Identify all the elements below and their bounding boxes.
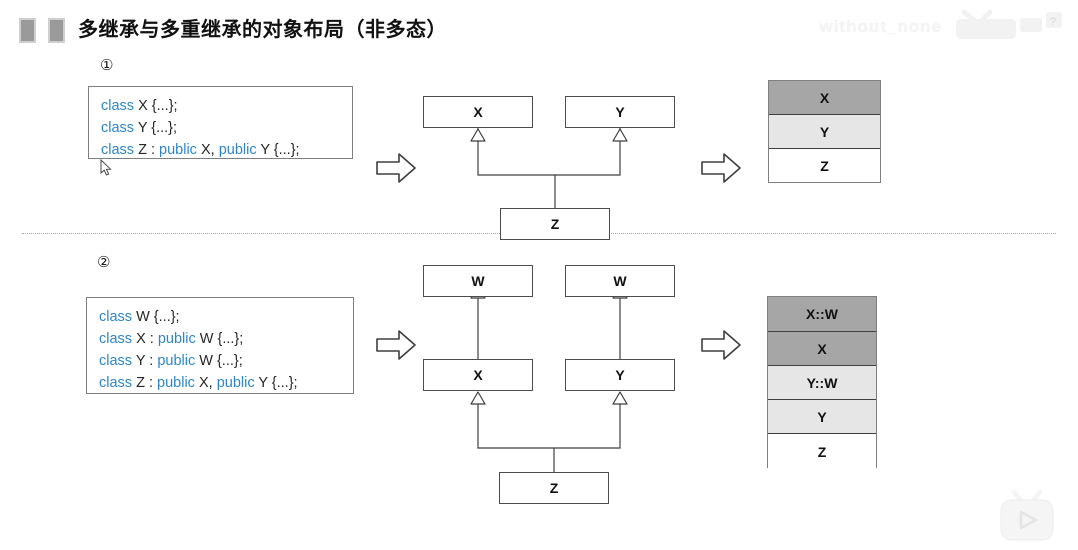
memory-row[interactable]: Y — [769, 115, 880, 149]
bilibili-logo-icon: ? — [956, 9, 1062, 39]
memory-row[interactable]: Y::W — [768, 366, 876, 400]
arrow-uml-to-memory-2 — [701, 330, 741, 360]
memory-row[interactable]: Z — [768, 434, 876, 469]
bilibili-play-icon — [1000, 489, 1054, 541]
code-line: class X {...}; — [101, 98, 178, 114]
uml-class-box-y[interactable]: Y — [565, 359, 675, 391]
page-title: 多继承与多重继承的对象布局（非多态） — [78, 19, 447, 41]
code-line: class Z : public X, public Y {...}; — [99, 375, 298, 391]
code-block-1[interactable]: class X {...}; class Y {...}; class Z : … — [88, 86, 353, 159]
section-2-marker: ② — [97, 254, 111, 271]
memory-row[interactable]: X::W — [768, 297, 876, 332]
section-1-marker: ① — [100, 57, 114, 74]
memory-row[interactable]: Y — [768, 400, 876, 434]
svg-text:?: ? — [1050, 16, 1056, 28]
memory-layout-2: X::W X Y::W Y Z — [767, 296, 877, 469]
arrow-code-to-uml-1 — [376, 153, 416, 183]
header-bar: 多继承与多重继承的对象布局（非多态） without_none ? — [0, 0, 1078, 48]
uml-class-box-y[interactable]: Y — [565, 96, 675, 128]
code-line: class Z : public X, public Y {...}; — [101, 142, 300, 158]
uml-class-box-z[interactable]: Z — [499, 472, 609, 504]
header-decor-square-1 — [19, 18, 36, 43]
code-line: class Y : public W {...}; — [99, 353, 243, 369]
watermark-username: without_none — [819, 17, 942, 36]
code-line: class Y {...}; — [101, 120, 178, 136]
section-repeated-inheritance: ② class W {...}; class X : public W {...… — [0, 240, 1078, 550]
memory-layout-1: X Y Z — [768, 80, 881, 183]
memory-row[interactable]: X — [768, 332, 876, 366]
uml-class-box-x[interactable]: X — [423, 359, 533, 391]
code-block-2[interactable]: class W {...}; class X : public W {...};… — [86, 297, 354, 394]
uml-class-box-z[interactable]: Z — [500, 208, 610, 240]
uml-class-box-w-right[interactable]: W — [565, 265, 675, 297]
header-decor-square-2 — [48, 18, 65, 43]
code-line: class X : public W {...}; — [99, 331, 244, 347]
code-line: class W {...}; — [99, 309, 180, 325]
memory-row[interactable]: Z — [769, 149, 880, 182]
arrow-uml-to-memory-1 — [701, 153, 741, 183]
memory-row[interactable]: X — [769, 81, 880, 115]
mouse-cursor-icon — [100, 159, 112, 176]
uml-class-box-w-left[interactable]: W — [423, 265, 533, 297]
arrow-code-to-uml-2 — [376, 330, 416, 360]
uml-class-box-x[interactable]: X — [423, 96, 533, 128]
section-multiple-inheritance: ① class X {...}; class Y {...}; class Z … — [0, 48, 1078, 240]
